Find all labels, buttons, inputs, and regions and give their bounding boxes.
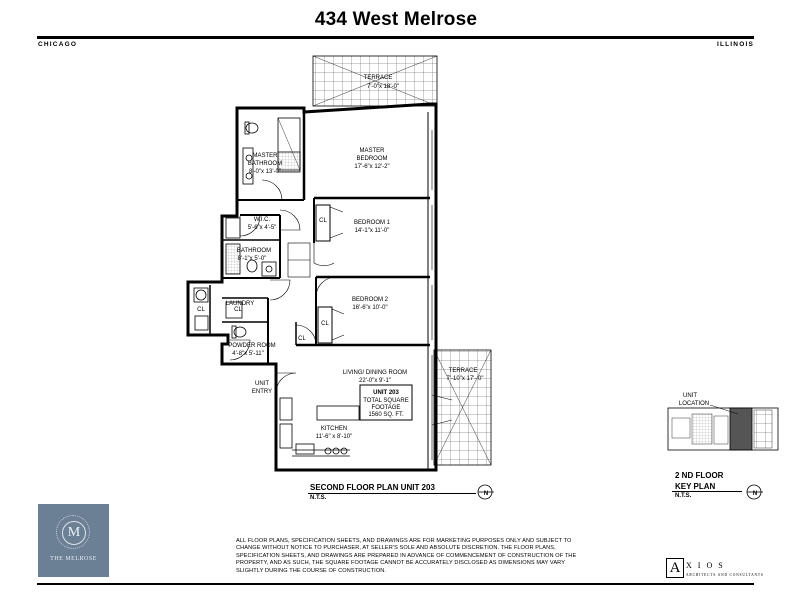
wic-name: W.I.C. xyxy=(254,217,271,223)
bedroom2-dims: 16'-6"x 10'-0" xyxy=(352,305,387,311)
key-plan-title: 2 ND FLOOR KEY PLAN xyxy=(675,470,723,492)
bedroom1-name: BEDROOM 1 xyxy=(354,220,391,226)
unit-box-line1: UNIT 203 xyxy=(373,390,399,396)
unit-location-label1: UNIT xyxy=(683,393,697,399)
master-bathroom-name2: BATHROOM xyxy=(248,161,282,167)
unit-box-line3: FOOTAGE xyxy=(372,405,401,411)
terrace-top-name: TERRACE xyxy=(364,75,393,81)
unit-entry-label2: ENTRY xyxy=(252,389,272,395)
closet-label: CL xyxy=(197,307,205,313)
architect-tagline: ARCHITECTS AND CONSULTANTS xyxy=(686,573,764,577)
key-plan-scale: N.T.S. xyxy=(675,493,692,499)
living-name: LIVING/ DINING ROOM xyxy=(343,370,407,376)
unit-box-line2: TOTAL SQUARE xyxy=(363,398,409,404)
page-title: 434 West Melrose xyxy=(314,9,478,30)
architect-logo: A XIOS ARCHITECTS AND CONSULTANTS xyxy=(666,558,764,582)
master-bathroom-name1: MASTER xyxy=(252,153,278,159)
plan-title: SECOND FLOOR PLAN UNIT 203 xyxy=(310,483,435,492)
logo-monogram: M xyxy=(62,521,86,545)
architect-initial: A xyxy=(666,558,684,578)
interior-walls xyxy=(209,112,430,470)
plan-title-rule xyxy=(308,493,476,494)
room-labels: TERRACE 7'-0"x 18'-0" MASTER BATHROOM 8'… xyxy=(197,75,483,440)
key-plan-title-line1: 2 ND FLOOR xyxy=(675,471,724,480)
kitchen-name: KITCHEN xyxy=(321,426,347,432)
key-north-label: N xyxy=(753,491,757,497)
laundry-name: LAUNDRY xyxy=(226,301,255,307)
closet-label: CL xyxy=(321,321,329,327)
unit-location-label2: LOCATION xyxy=(679,401,709,407)
kitchen-dims: 11'-6" x 8'-10" xyxy=(316,434,352,440)
header-rule xyxy=(37,36,754,39)
terrace-side-name: TERRACE xyxy=(449,368,478,374)
master-bedroom-name2: BEDROOM xyxy=(356,156,387,162)
master-bedroom-name1: MASTER xyxy=(359,148,385,154)
key-plan: UNIT LOCATION xyxy=(667,393,779,451)
exterior-walls xyxy=(186,102,438,472)
plan-scale: N.T.S. xyxy=(310,495,327,501)
unit-entry-label1: UNIT xyxy=(255,381,269,387)
logo-ring xyxy=(56,515,90,549)
hall-core xyxy=(287,242,311,278)
wic-dims: 5'-6"x 4'-5" xyxy=(248,225,277,231)
closet-label: CL xyxy=(319,218,327,224)
powder-room-dims: 4'-8"x 5'-11" xyxy=(232,351,263,357)
terrace-top-dims: 7'-0"x 18'-0" xyxy=(367,84,399,90)
disclaimer-text: ALL FLOOR PLANS, SPECIFICATION SHEETS, A… xyxy=(236,538,577,574)
fixtures xyxy=(193,117,301,339)
bedroom1-dims: 14'-1"x 11'-0" xyxy=(355,228,390,234)
key-north-arrow-icon: N xyxy=(746,484,763,500)
unit-location-highlight xyxy=(729,407,753,451)
terrace-side-dims: 7'-10"x 17'- 0" xyxy=(447,376,484,382)
melrose-logo: M THE MELROSE xyxy=(38,504,109,577)
kitchen-fixtures xyxy=(279,397,360,457)
city-label: CHICAGO xyxy=(38,41,78,48)
terrace-top xyxy=(312,55,438,107)
closets xyxy=(315,204,345,344)
logo-name: THE MELROSE xyxy=(50,556,97,562)
key-plan-title-line2: KEY PLAN xyxy=(675,482,716,491)
state-label: ILLINOIS xyxy=(716,41,754,48)
closet-label: CL xyxy=(298,336,306,342)
north-label: N xyxy=(484,491,488,497)
bathroom-name: BATHROOM xyxy=(237,248,271,254)
bathroom-dims: 8'-1"x 5'-0" xyxy=(238,256,267,262)
architect-name: XIOS xyxy=(686,561,729,570)
north-arrow-icon: N xyxy=(477,484,494,500)
unit-box-frame xyxy=(359,384,413,421)
door-swings xyxy=(229,179,337,394)
unit-box-line4: 1560 SQ. FT. xyxy=(368,412,404,418)
terrace-side xyxy=(433,349,492,466)
key-plan-rule xyxy=(672,491,742,492)
windows xyxy=(431,130,453,460)
closet-label: CL xyxy=(234,307,242,313)
powder-room-name: POWDER ROOM xyxy=(228,343,275,349)
footer-rule xyxy=(37,583,754,585)
bedroom2-name: BEDROOM 2 xyxy=(352,297,389,303)
master-bathroom-dims: 8'-0"x 13'-0" xyxy=(249,169,281,175)
living-dims: 22'-0"x 9'-1" xyxy=(359,378,391,384)
master-bedroom-dims: 17'-6"x 12'-2" xyxy=(354,164,389,170)
